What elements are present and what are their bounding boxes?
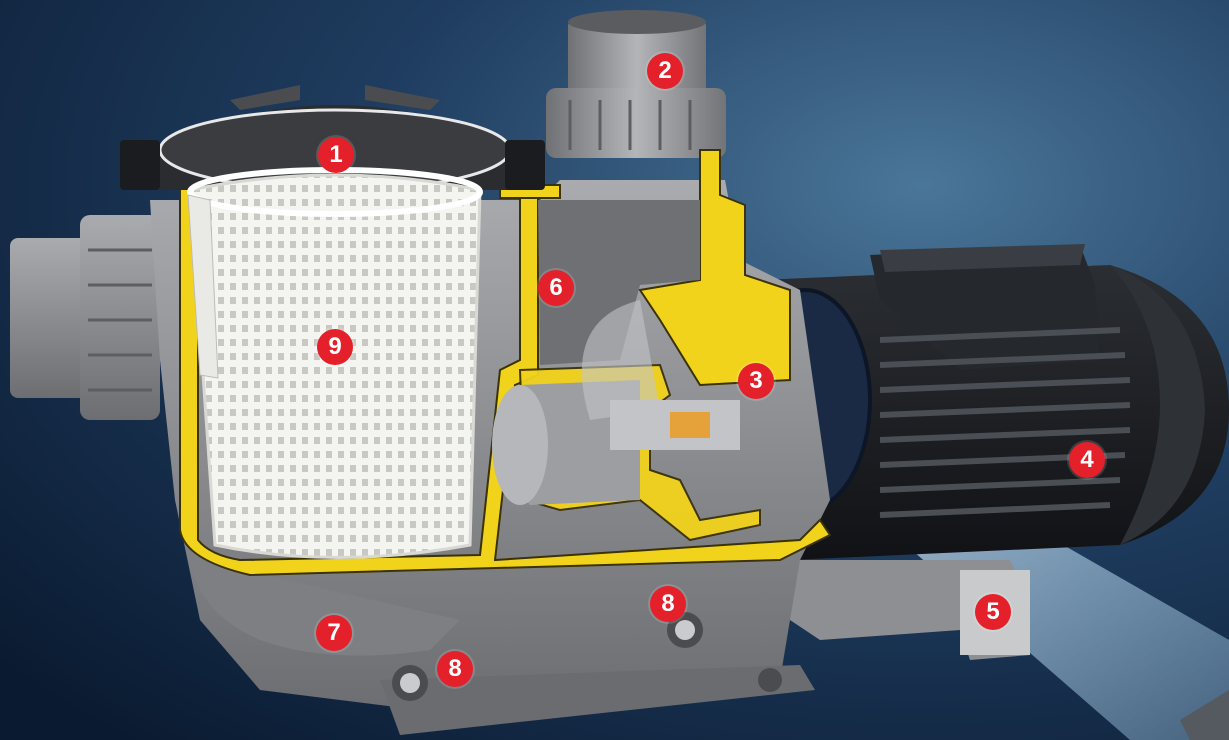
marker-4: 4	[1069, 442, 1105, 478]
lid-lock-left	[120, 140, 160, 190]
inlet-union-nut	[80, 215, 160, 420]
strainer-pot-base	[190, 545, 460, 656]
lid-handle-right	[365, 85, 440, 110]
pump-chamber	[538, 200, 700, 365]
beam-source	[1180, 690, 1229, 740]
outlet-nut-ridges	[568, 100, 692, 150]
outlet-union-nut	[546, 88, 726, 158]
outlet-opening	[568, 10, 706, 34]
marker-8b: 8	[650, 586, 686, 622]
marker-9: 9	[317, 329, 353, 365]
shaft-seal	[670, 412, 710, 438]
drain-plug-2	[667, 612, 703, 648]
basket-handle	[187, 194, 219, 379]
strainer-basket	[188, 173, 482, 559]
inlet-nut-ridges	[88, 248, 152, 392]
lid-lock-right	[505, 140, 545, 190]
diffuser	[581, 300, 660, 420]
drain-plug-1	[392, 665, 428, 701]
marker-7: 7	[316, 615, 352, 651]
marker-5: 5	[975, 594, 1011, 630]
housing-foot	[380, 665, 815, 735]
base-bolt	[758, 668, 782, 692]
motor-end-cap	[1110, 265, 1205, 545]
marker-3: 3	[738, 363, 774, 399]
marker-6: 6	[538, 270, 574, 306]
marker-2: 2	[647, 53, 683, 89]
marker-1: 1	[318, 137, 354, 173]
lid-handle-left	[230, 85, 300, 110]
terminal-box-lid	[880, 244, 1085, 272]
marker-8a: 8	[437, 651, 473, 687]
impeller-eye	[492, 385, 548, 505]
